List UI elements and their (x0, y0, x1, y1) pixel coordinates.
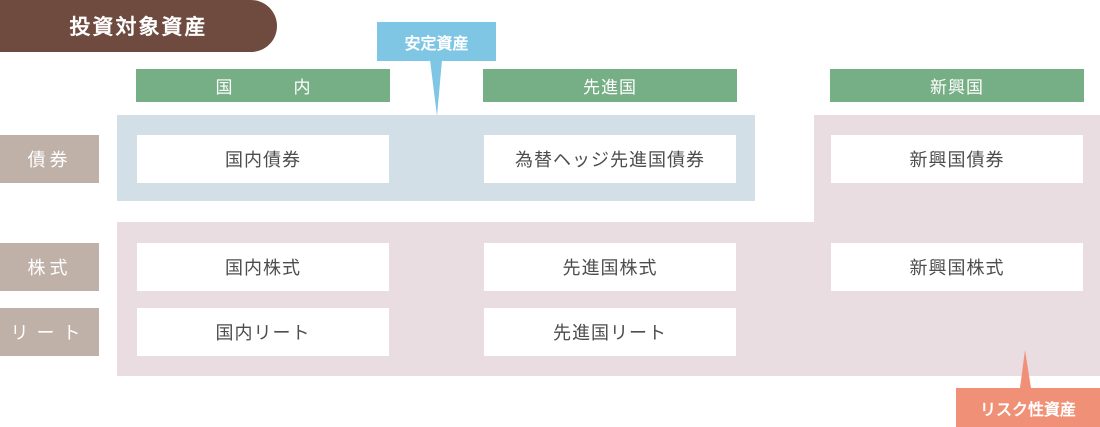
risk-callout-pointer (1020, 350, 1031, 388)
column-header-domestic: 国 内 (136, 69, 390, 102)
stable-asset-label: 安定資産 (377, 22, 496, 61)
risk-asset-label: リスク性資産 (956, 388, 1100, 427)
row-header-reit: リート (0, 308, 99, 356)
cell-domestic-bonds: 国内債券 (137, 135, 389, 183)
column-header-emerging: 新興国 (830, 69, 1084, 102)
row-header-bonds: 債券 (0, 135, 99, 183)
cell-developed-reit: 先進国リート (484, 308, 736, 356)
cell-emerging-stocks: 新興国株式 (831, 243, 1083, 291)
row-header-stocks: 株式 (0, 243, 99, 291)
cell-developed-stocks: 先進国株式 (484, 243, 736, 291)
cell-domestic-stocks: 国内株式 (137, 243, 389, 291)
cell-hedged-developed-bonds: 為替ヘッジ先進国債券 (484, 135, 736, 183)
page-title: 投資対象資産 (0, 0, 277, 52)
cell-emerging-bonds: 新興国債券 (831, 135, 1083, 183)
cell-domestic-reit: 国内リート (137, 308, 389, 356)
column-header-developed: 先進国 (483, 69, 737, 102)
